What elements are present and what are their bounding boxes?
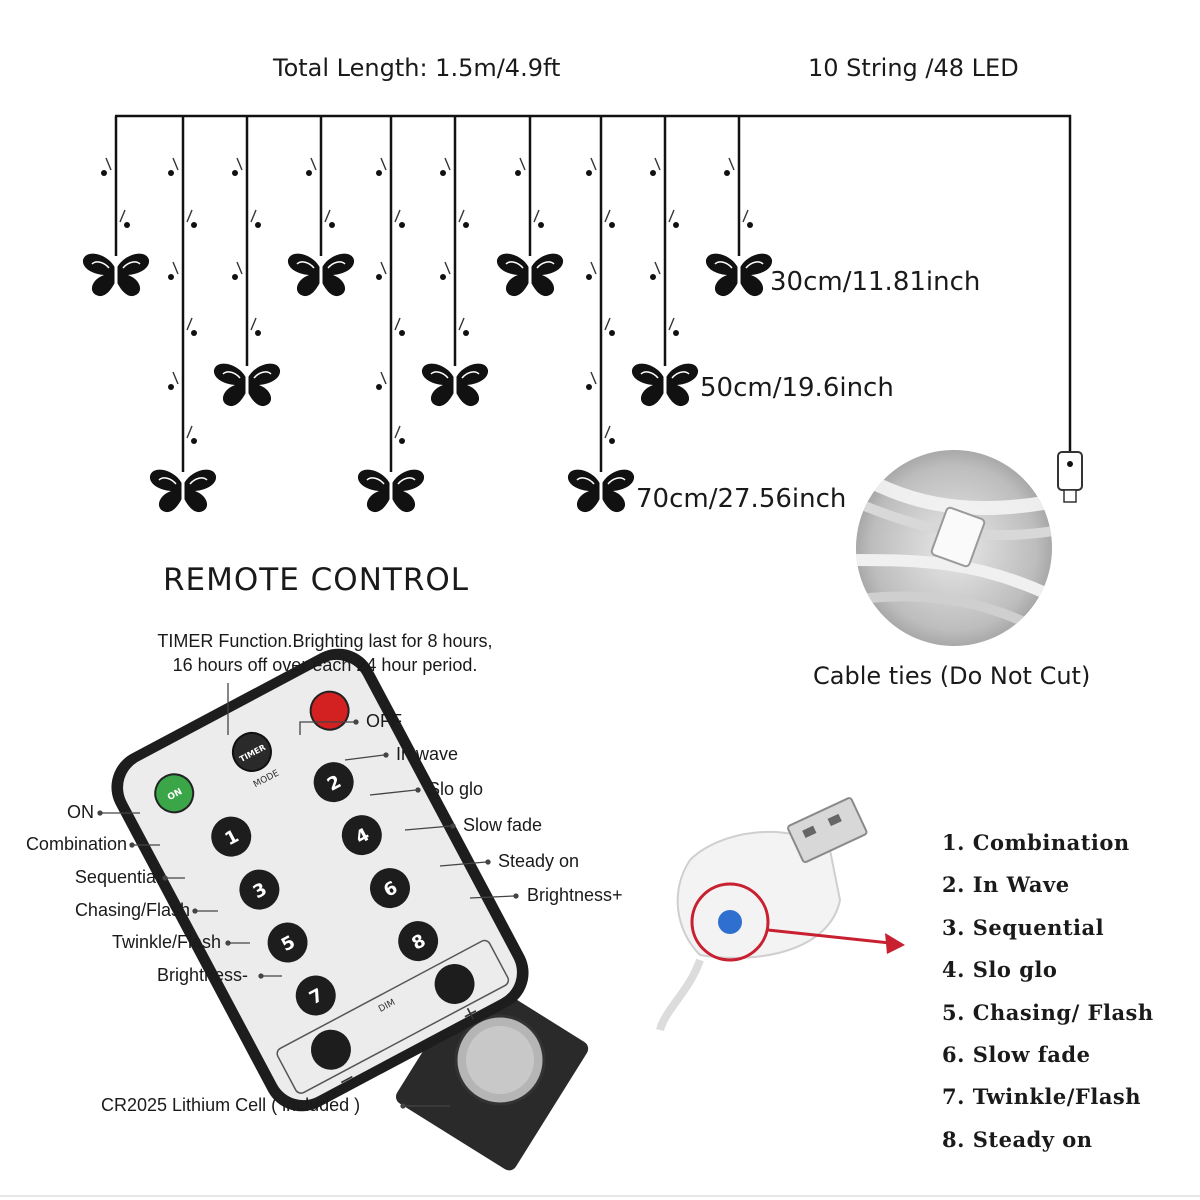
remote-heading: REMOTE CONTROL bbox=[163, 562, 470, 598]
timer-note-line2: 16 hours off over each 24 hour period. bbox=[172, 655, 478, 675]
mode-item: 6. Slow fade bbox=[942, 1041, 1091, 1067]
mode-item: 3. Sequential bbox=[942, 914, 1105, 940]
label-on: ON bbox=[67, 802, 94, 822]
usb-mode-button-icon bbox=[718, 910, 742, 934]
remote-illustration: ON TIMER 1 2 3 4 5 6 7 8 MODE DIM − + bbox=[111, 648, 589, 1171]
measure-70cm: 70cm/27.56inch bbox=[636, 484, 847, 514]
mode-item: 1. Combination bbox=[942, 830, 1130, 855]
mode-item: 2. In Wave bbox=[942, 872, 1070, 898]
arrow-icon bbox=[885, 933, 905, 954]
measure-30cm: 30cm/11.81inch bbox=[770, 267, 981, 297]
remote-leader-lines bbox=[97, 683, 519, 1109]
label-slow-fade: Slow fade bbox=[463, 815, 543, 835]
main-wire bbox=[115, 114, 1072, 452]
label-slo-glo: Slo glo bbox=[428, 779, 484, 799]
cable-tie-closeup bbox=[856, 450, 1052, 646]
mode-item: 4. Slo glo bbox=[942, 957, 1058, 983]
label-twinkle-flash: Twinkle/Flash bbox=[111, 932, 221, 952]
usb-controller-illustration bbox=[656, 797, 905, 1032]
label-off: OFF bbox=[366, 711, 402, 731]
label-sequential: Sequential bbox=[74, 867, 160, 887]
label-in-wave: In wave bbox=[396, 744, 459, 764]
label-brightness-minus: Brightness- bbox=[156, 965, 248, 985]
mode-item: 5. Chasing/ Flash bbox=[942, 999, 1154, 1025]
cable-ties-caption: Cable ties (Do Not Cut) bbox=[813, 662, 1091, 690]
string-wires bbox=[114, 116, 741, 474]
mode-item: 7. Twinkle/Flash bbox=[942, 1084, 1142, 1110]
total-length-label: Total Length: 1.5m/4.9ft bbox=[273, 54, 561, 82]
butterfly-icons bbox=[81, 252, 774, 514]
timer-note-line1: TIMER Function.Brighting last for 8 hour… bbox=[157, 631, 493, 651]
label-combination: Combination bbox=[25, 834, 127, 854]
modes-list: 1. Combination 2. In Wave 3. Sequential … bbox=[942, 830, 1154, 1169]
timer-note: TIMER Function.Brighting last for 8 hour… bbox=[110, 629, 540, 677]
usb-plug-icon bbox=[1057, 451, 1083, 491]
string-count-label: 10 String /48 LED bbox=[808, 54, 1019, 82]
label-brightness-plus: Brightness+ bbox=[527, 885, 623, 905]
label-steady-on: Steady on bbox=[498, 851, 580, 871]
battery-label: CR2025 Lithium Cell ( included ) bbox=[101, 1095, 361, 1115]
measure-50cm: 50cm/19.6inch bbox=[700, 373, 894, 403]
label-chasing-flash: Chasing/Flash bbox=[74, 900, 190, 920]
mode-item: 8. Steady on bbox=[942, 1126, 1093, 1152]
